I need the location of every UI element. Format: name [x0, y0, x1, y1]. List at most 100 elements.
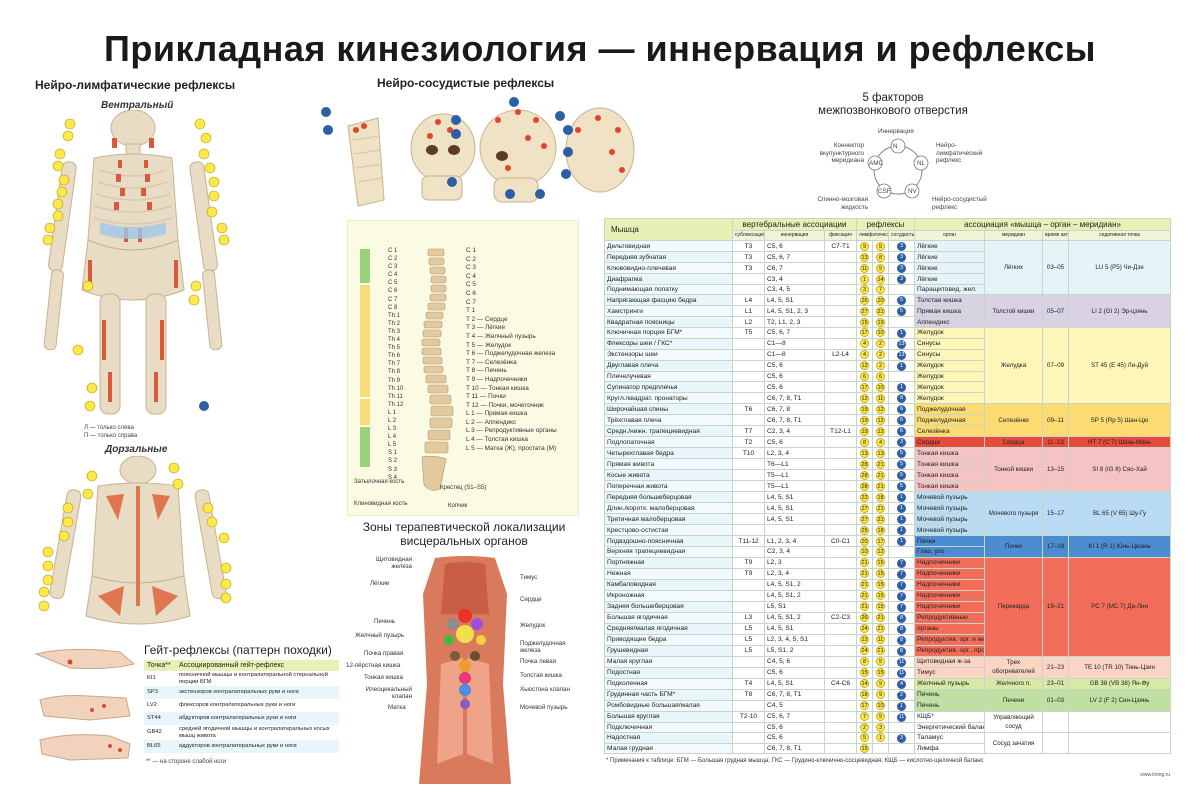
- nv-point-cell: 7: [887, 600, 916, 613]
- gait-foot-figure: [34, 648, 136, 761]
- spine-left-label: L 3: [388, 426, 397, 433]
- nv-point-cell: 1: [887, 326, 916, 339]
- nl-point-1-cell: 24: [856, 644, 873, 657]
- organ: Лёгкие: [914, 262, 986, 274]
- muscle-name: Квадратная поясницы: [604, 316, 733, 328]
- nl-point-2-cell: 14: [872, 273, 889, 285]
- spine-panel: C 1 C 2 C 3 C 4 C 5 C 6 C 7 C 8 Th 1 Th …: [347, 220, 579, 516]
- innervation: L4, 5, S1, 2: [764, 611, 825, 624]
- sedative-point: GB 38 (VB 38) Ян-Фу: [1068, 677, 1172, 690]
- nl-point-2: 9: [876, 679, 885, 689]
- spine-right-label: T 3 — Лёгкие: [466, 324, 506, 332]
- subluxation: [732, 370, 765, 383]
- meridian-time: 11–13: [1042, 436, 1070, 449]
- nl-point-2-cell: 15: [872, 578, 889, 591]
- nl-point-2: 11: [876, 393, 885, 403]
- viscera-torso-figure: [419, 556, 511, 784]
- organ: органы: [914, 622, 986, 635]
- spine-sphenoid-label: Клиновидная кость: [354, 501, 408, 507]
- nl-point-2-cell: 21: [872, 480, 889, 493]
- viscera-right-3: Поджелудочная железа: [520, 640, 566, 654]
- nv-point: 1: [897, 493, 906, 502]
- subluxation: [732, 666, 765, 679]
- nl-point-2-cell: 15: [872, 567, 889, 580]
- muscle-name: Клювовидно-плечевая: [604, 262, 733, 274]
- th-reflexes: рефлексы: [855, 218, 916, 231]
- nv-point-cell: 11: [887, 655, 916, 668]
- spine-right-label: L 4 — Толстая кишка: [466, 436, 528, 444]
- th-vertebral: вертебральные ассоциации: [732, 218, 857, 231]
- nv-point-cell: 6: [887, 403, 916, 416]
- fixation: L2-L4: [824, 348, 857, 361]
- organ: Щитовидная ж-за: [914, 655, 986, 668]
- fixation: [824, 370, 857, 383]
- spine-right-label: C 2: [466, 255, 476, 263]
- nv-point-cell: 3: [887, 731, 916, 744]
- site-url: www.kning.ru: [1140, 772, 1170, 778]
- gait-col-point: Точка**: [144, 660, 176, 671]
- nl-point-1: 12: [860, 635, 869, 645]
- innervation: C3, 4: [764, 273, 825, 285]
- nl-point-1: 10: [860, 547, 869, 557]
- organ: Надпочечники: [914, 567, 986, 580]
- nl-point-2: 21: [876, 646, 885, 656]
- muscle-name: Подлопаточная: [604, 436, 733, 449]
- nl-point-2: 8: [876, 252, 885, 262]
- organ: Прямая кишка: [914, 305, 986, 318]
- factors-pentagon: [867, 138, 929, 199]
- nl-point-1-cell: 15: [856, 666, 873, 679]
- organ: Селезёнка: [914, 425, 986, 438]
- meridian-time: 13–15: [1042, 447, 1070, 493]
- spine-left-label: Th 8: [388, 369, 401, 376]
- nl-point-2-cell: 21: [872, 458, 889, 471]
- nl-point-2: 14: [876, 274, 885, 284]
- legend-left-only: Л — только слева: [84, 425, 134, 431]
- subluxation: L1: [732, 305, 765, 318]
- nl-point-2: 19: [876, 317, 885, 327]
- viscera-right-7: Мочевой пузырь: [520, 704, 568, 711]
- muscle-name: Средн./нижн. трапециевидная: [604, 425, 733, 438]
- subluxation: [732, 469, 765, 482]
- nl-point-2-cell: 10: [872, 699, 889, 712]
- organ: Мочевой пузырь: [914, 502, 986, 515]
- nl-point-2-cell: 21: [872, 502, 889, 515]
- nv-point: 13: [897, 350, 906, 360]
- gait-reflex: средней ягодичной мышцы и контралатераль…: [179, 726, 330, 739]
- fixation: C7-T1: [824, 240, 857, 252]
- gait-reflex: поясничной мышцы и контралатеральной сте…: [179, 672, 328, 685]
- fixation: [824, 326, 857, 339]
- viscera-left-8: Матка: [388, 704, 406, 711]
- spine-left-label: C 7: [388, 296, 398, 303]
- nl-point-1: 26: [860, 295, 869, 305]
- muscle-name: Подключичная: [604, 721, 733, 733]
- muscle-name: Передняя зубчатая: [604, 251, 733, 263]
- spine-right-label: C 3: [466, 264, 476, 272]
- fixation: [824, 316, 857, 328]
- nl-point-1-cell: 28: [856, 458, 873, 471]
- subluxation: T8: [732, 688, 765, 701]
- nl-point-2-cell: 7: [872, 283, 889, 296]
- nl-point-1: 19: [860, 404, 869, 414]
- nv-point-cell: 1: [887, 513, 916, 526]
- viscera-title-line2: висцеральных органов: [400, 534, 528, 548]
- nl-point-2-cell: 5: [872, 262, 889, 274]
- organ: Поджелудочная: [914, 403, 986, 416]
- fixation: [824, 502, 857, 515]
- meridian-name: Почек: [984, 535, 1044, 558]
- nv-point-cell: 13: [887, 348, 916, 361]
- nv-point: 7: [897, 558, 906, 568]
- nl-point-1-cell: 22: [856, 491, 873, 504]
- nl-point-1-cell: 13: [856, 447, 873, 460]
- meridian-name: Перикарда: [984, 556, 1044, 657]
- fixation: [824, 633, 857, 646]
- gait-reflex: аддукторов контралатеральных руки и ноги: [176, 740, 339, 753]
- spine-left-label: Th 4: [388, 337, 401, 344]
- spine-right-label: T 12 — Почки, мочеточник: [466, 401, 544, 409]
- nl-title: Нейро-лимфатические рефлексы: [35, 78, 236, 92]
